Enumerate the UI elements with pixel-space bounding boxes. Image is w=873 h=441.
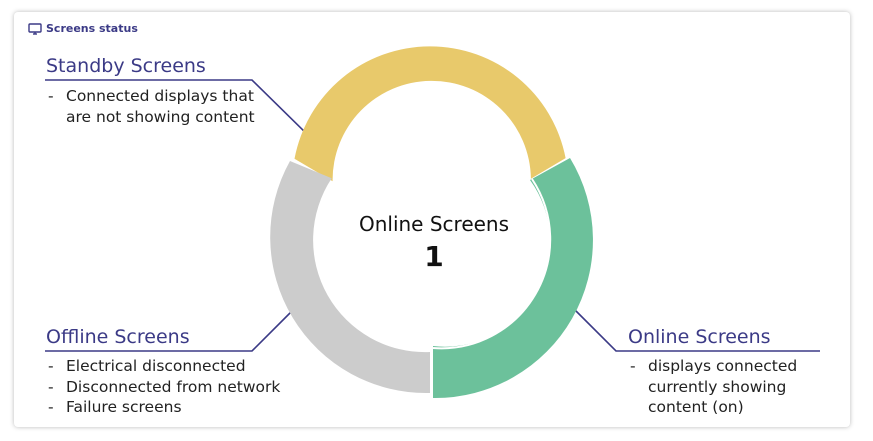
list-item: Failure screens bbox=[46, 397, 326, 418]
monitor-icon bbox=[28, 22, 42, 35]
online-title: Online Screens bbox=[628, 326, 771, 348]
card-header: Screens status bbox=[28, 22, 138, 35]
online-list: displays connected currently showing con… bbox=[628, 356, 828, 418]
list-item: Electrical disconnected bbox=[46, 356, 326, 377]
center-label: Online Screens bbox=[358, 212, 510, 236]
standby-leader-line bbox=[45, 79, 312, 139]
list-item: Disconnected from network bbox=[46, 377, 326, 398]
list-item: Connected displays that are not showing … bbox=[46, 86, 256, 127]
donut-segment-standby[interactable] bbox=[294, 46, 566, 182]
online-leader-line bbox=[574, 309, 820, 352]
online-inner-arc bbox=[432, 178, 552, 350]
standby-title: Standby Screens bbox=[46, 55, 206, 77]
offline-list: Electrical disconnected Disconnected fro… bbox=[46, 356, 326, 418]
center-value: 1 bbox=[424, 240, 444, 273]
donut-segment-offline[interactable] bbox=[270, 161, 430, 394]
card-title: Screens status bbox=[46, 22, 138, 35]
online-inner-arc-outline bbox=[432, 180, 554, 353]
standby-list: Connected displays that are not showing … bbox=[46, 86, 256, 127]
donut-segment-online[interactable] bbox=[433, 158, 593, 399]
offline-leader-line bbox=[45, 309, 294, 352]
offline-title: Offline Screens bbox=[46, 326, 190, 348]
list-item: displays connected currently showing con… bbox=[628, 356, 828, 418]
